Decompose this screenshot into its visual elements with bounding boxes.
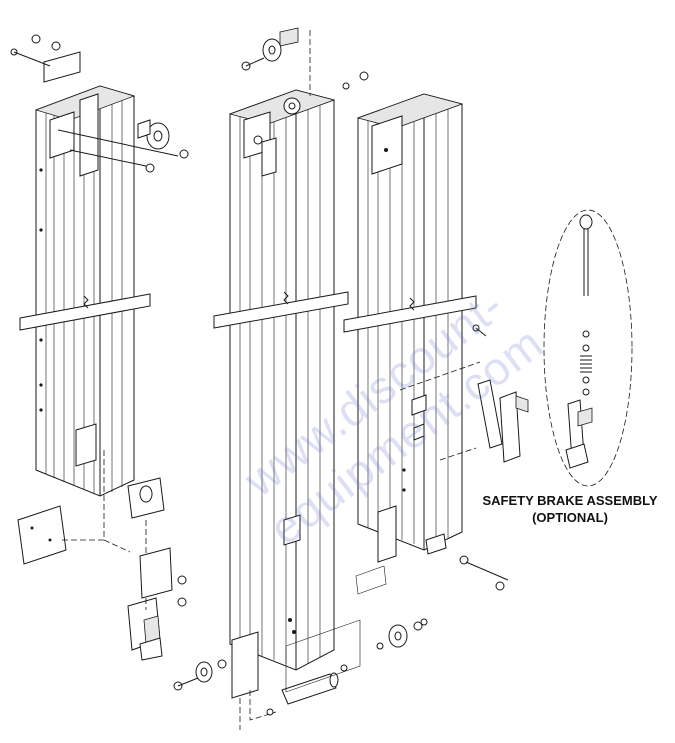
left-top-hardware [10,34,189,173]
safety-brake-caption: SAFETY BRAKE ASSEMBLY (OPTIONAL) [470,492,670,526]
center-mast-section [213,89,349,721]
left-lower-parts [17,450,187,661]
right-mast-section [343,93,481,563]
safety-brake-assembly [543,209,633,487]
caption-subtitle: (OPTIONAL) [532,510,608,525]
center-top-hardware [241,27,369,145]
right-hardware [355,324,529,650]
caption-title: SAFETY BRAKE ASSEMBLY [482,493,658,508]
left-mast-section [19,51,151,497]
center-bottom-parts [173,619,361,730]
